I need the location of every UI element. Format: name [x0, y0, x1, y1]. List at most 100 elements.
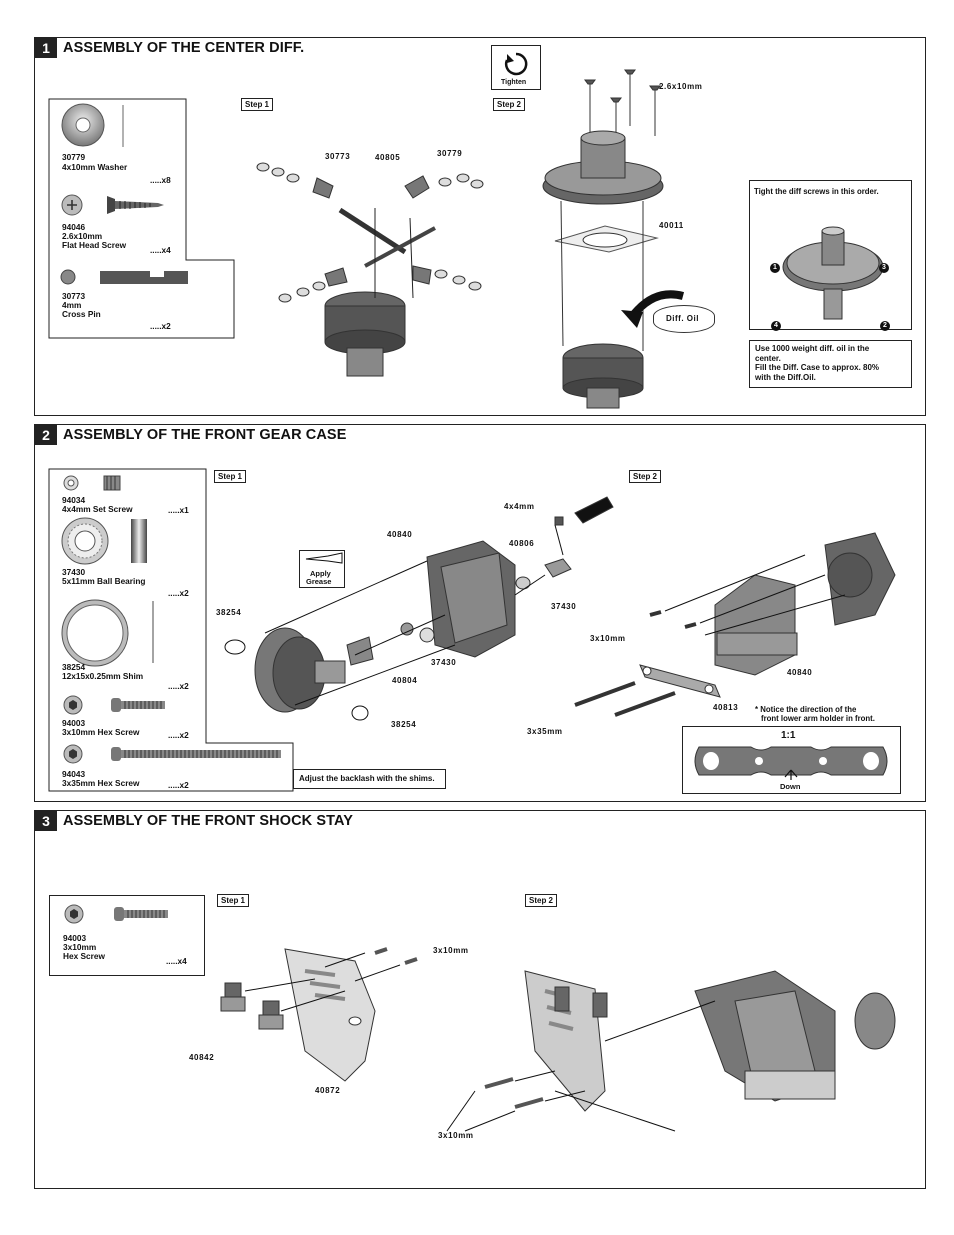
- order-badge: 4: [771, 321, 781, 331]
- part-qty: .....x2: [168, 730, 189, 740]
- part-name: 4x10mm Washer: [62, 162, 128, 172]
- order-badge: 2: [880, 321, 890, 331]
- part-number: 30779: [62, 152, 86, 162]
- backlash-note: Adjust the backlash with the shims.: [293, 769, 446, 789]
- case-callout: 40840: [787, 668, 813, 677]
- hex-screw-short-icon: [63, 695, 165, 715]
- section-title: ASSEMBLY OF THE CENTER DIFF.: [63, 40, 305, 56]
- gear-case-exploded-diagram: [224, 496, 614, 721]
- part-name: Flat Head Screw: [62, 240, 127, 250]
- setscrew-callout: 4x4mm: [504, 502, 535, 511]
- set-screw-icon: [63, 475, 121, 491]
- part-name: 12x15x0.25mm Shim: [62, 671, 144, 681]
- part-number: 94034: [62, 495, 86, 505]
- screw-callout: 3x10mm: [438, 1131, 474, 1140]
- part-number: 94046: [62, 222, 86, 232]
- screw-callout: 3x10mm: [433, 946, 469, 955]
- part-name: 3x10mm: [63, 942, 97, 952]
- spur-gear-diff-diagram: [542, 69, 664, 409]
- part-callout: 30779: [437, 149, 463, 158]
- notice-line: front lower arm holder in front.: [761, 714, 875, 723]
- part-number: 94043: [62, 769, 86, 779]
- step2-label: Step 2: [629, 470, 662, 483]
- part-number: 37430: [62, 567, 86, 577]
- stay-callout: 40872: [315, 1086, 341, 1095]
- part-number: 38254: [62, 662, 86, 672]
- arm-holder-outline: [694, 746, 888, 776]
- step1-label: Step 1: [214, 470, 247, 483]
- screw-order-title: Tight the diff screws in this order.: [754, 187, 879, 196]
- grease-label: Grease: [306, 577, 332, 586]
- arrow-up-icon: [784, 769, 798, 780]
- screw-callout: 3x35mm: [527, 727, 563, 736]
- case-callout: 40840: [387, 530, 413, 539]
- screw-order-box: Tight the diff screws in this order. 1 2…: [749, 180, 912, 331]
- part-qty: .....x4: [150, 245, 171, 255]
- note-line: Use 1000 weight diff. oil in the: [755, 344, 870, 353]
- section-header: 1 ASSEMBLY OF THE CENTER DIFF.: [35, 38, 304, 58]
- screw-callout: 3x10mm: [590, 634, 626, 643]
- section-header: 3 ASSEMBLY OF THE FRONT SHOCK STAY: [35, 811, 353, 831]
- part-callout: 40805: [375, 153, 401, 162]
- diff-oil-bottle: Diff. Oil: [653, 305, 715, 333]
- section-front-gear-case: 2 ASSEMBLY OF THE FRONT GEAR CASE 94034 …: [34, 424, 926, 802]
- grease-callout: Apply Grease: [299, 550, 345, 588]
- section-center-diff: 1 ASSEMBLY OF THE CENTER DIFF. 30779 4x1…: [34, 37, 926, 416]
- part-name: 3x35mm Hex Screw: [62, 778, 140, 788]
- note-line: Fill the Diff. Case to approx. 80%: [755, 363, 880, 372]
- oil-instruction-note: Use 1000 weight diff. oil in the center.…: [749, 340, 912, 388]
- part-qty: .....x2: [150, 321, 171, 331]
- step1-label: Step 1: [217, 894, 250, 907]
- section-header: 2 ASSEMBLY OF THE FRONT GEAR CASE: [35, 425, 346, 445]
- flat-head-screw-icon: [61, 194, 164, 216]
- part-name: 4mm: [62, 300, 82, 310]
- bearing-callout: 37430: [431, 658, 457, 667]
- part-callout: 30773: [325, 152, 351, 161]
- parts-box-outline: [48, 98, 235, 339]
- center-diff-exploded-diagram: [256, 162, 484, 377]
- post-callout: 40842: [189, 1053, 215, 1062]
- part-number: 30773: [62, 291, 86, 301]
- section-number: 3: [35, 811, 57, 831]
- shim-callout: 38254: [391, 720, 417, 729]
- part-qty: .....x2: [168, 681, 189, 691]
- parts-box-outline: [48, 468, 294, 792]
- part-qty: .....x8: [150, 175, 171, 185]
- part-name: Cross Pin: [62, 309, 101, 319]
- part-name: 4x4mm Set Screw: [62, 504, 133, 514]
- gear-callout: 40011: [659, 221, 684, 230]
- note-line: with the Diff.Oil.: [755, 372, 816, 382]
- oil-arrow-icon: [621, 290, 685, 328]
- rotate-clockwise-icon: [504, 52, 528, 76]
- section-number: 2: [35, 425, 57, 445]
- washer-side-icon: [122, 105, 124, 147]
- ball-bearing-icon: [61, 517, 147, 565]
- hex-screw-icon: [64, 904, 168, 924]
- section-front-shock-stay: 3 ASSEMBLY OF THE FRONT SHOCK STAY 94003…: [34, 810, 926, 1189]
- scale-label: 1:1: [781, 730, 796, 741]
- section-title: ASSEMBLY OF THE FRONT GEAR CASE: [63, 427, 347, 443]
- part-qty: .....x2: [168, 780, 189, 790]
- part-qty: .....x4: [166, 956, 187, 966]
- diff-oil-label: Diff. Oil: [666, 314, 699, 323]
- notice-line: * Notice the direction of the: [755, 705, 857, 714]
- tighten-label: Tighten: [501, 79, 527, 86]
- note-line: center.: [755, 353, 781, 363]
- shim-icon: [61, 599, 154, 667]
- shock-stay-exploded-diagram: [220, 947, 418, 1082]
- grease-tube-icon: [305, 552, 343, 564]
- part-number: 94003: [62, 718, 86, 728]
- gear-case-mount-diagram: [574, 532, 896, 717]
- parts-box: 94003 3x10mm Hex Screw .....x4: [49, 895, 205, 976]
- arm-holder-scale-box: 1:1 Down: [682, 726, 901, 794]
- hex-screw-long-icon: [63, 744, 281, 764]
- washer-icon: [61, 103, 105, 147]
- tighten-box: Tighten: [491, 45, 541, 90]
- part-name: 3x10mm Hex Screw: [62, 727, 140, 737]
- shim-callout: 38254: [216, 608, 242, 617]
- step1-label: Step 1: [241, 98, 274, 111]
- order-badge: 3: [879, 263, 889, 273]
- down-label: Down: [780, 782, 801, 791]
- bearing-callout: 37430: [551, 602, 577, 611]
- part-qty: .....x1: [168, 505, 189, 515]
